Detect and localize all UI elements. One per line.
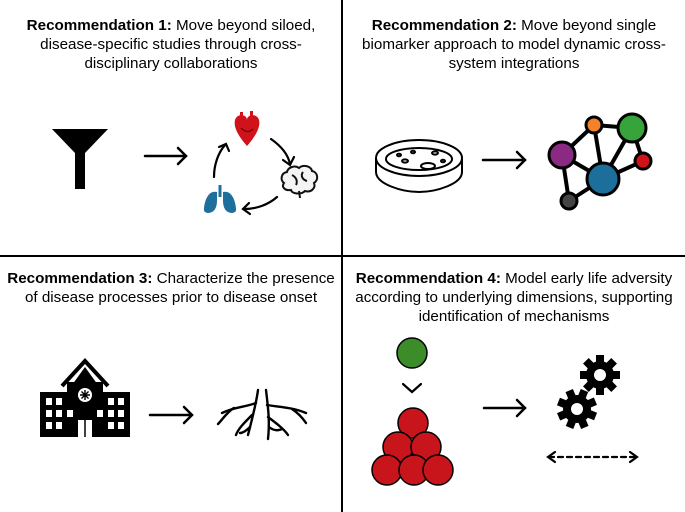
green-circle-icon bbox=[396, 337, 428, 369]
recommendation-4-panel: Recommendation 4: Model early life adver… bbox=[343, 257, 685, 512]
recommendation-4-heading: Recommendation 4: bbox=[355, 270, 501, 287]
recommendation-2-heading: Recommendation 2: bbox=[371, 17, 517, 34]
recommendation-3-text: Characterize the presence of disease pro… bbox=[24, 270, 335, 306]
petri-dish-icon bbox=[375, 139, 463, 194]
recommendation-4-caption: Recommendation 4: Model early life adver… bbox=[349, 269, 679, 326]
recommendation-2-panel: Recommendation 2: Move beyond single bio… bbox=[343, 0, 685, 256]
hospital-icon bbox=[40, 358, 130, 437]
recommendation-1-caption: Recommendation 1: Move beyond siloed, di… bbox=[6, 16, 336, 73]
roots-icon bbox=[216, 388, 308, 441]
recommendation-3-heading: Recommendation 3: bbox=[7, 270, 153, 287]
cycle-arrows-icon bbox=[212, 137, 296, 216]
recommendation-4-text: Model early life adversity according to … bbox=[355, 270, 673, 325]
arrow-right-icon bbox=[481, 150, 527, 170]
arrow-right-icon bbox=[148, 405, 194, 425]
recommendation-2-text: Move beyond single biomarker approach to… bbox=[362, 17, 666, 72]
recommendation-2-caption: Recommendation 2: Move beyond single bio… bbox=[349, 16, 679, 73]
recommendation-1-heading: Recommendation 1: bbox=[26, 17, 172, 34]
recommendation-1-illustration bbox=[52, 111, 319, 216]
recommendation-3-caption: Recommendation 3: Characterize the prese… bbox=[6, 269, 336, 307]
horizontal-divider bbox=[0, 255, 685, 257]
gears-icon bbox=[556, 355, 620, 430]
funnel-icon bbox=[52, 129, 108, 189]
dashed-double-arrow-icon bbox=[546, 450, 639, 464]
recommendation-4-illustration bbox=[371, 337, 639, 486]
brain-icon bbox=[280, 164, 319, 199]
lungs-icon bbox=[203, 185, 237, 213]
recommendation-3-illustration bbox=[40, 358, 308, 441]
arrow-right-icon bbox=[143, 146, 188, 166]
chevron-down-icon bbox=[401, 382, 423, 394]
recommendation-3-panel: Recommendation 3: Characterize the prese… bbox=[0, 257, 342, 512]
arrow-right-icon bbox=[482, 398, 527, 418]
recommendation-1-panel: Recommendation 1: Move beyond siloed, di… bbox=[0, 0, 342, 256]
network-graph-icon bbox=[547, 112, 653, 211]
red-circle-stack-icon bbox=[371, 407, 454, 486]
recommendation-2-illustration bbox=[375, 112, 653, 211]
recommendation-1-text: Move beyond siloed, disease-specific stu… bbox=[40, 17, 316, 72]
heart-icon bbox=[234, 111, 260, 146]
